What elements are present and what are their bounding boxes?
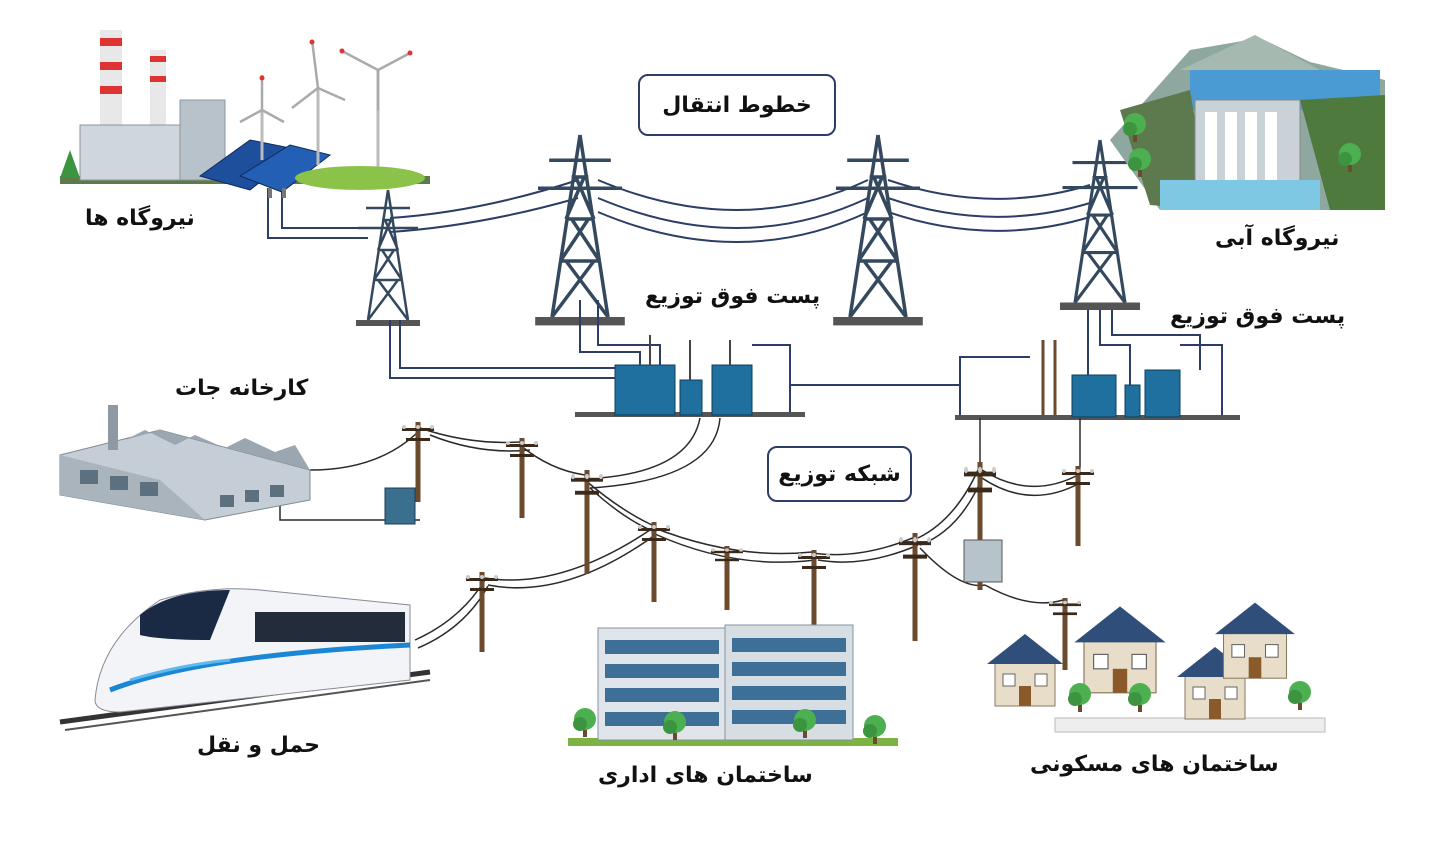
house-icon — [1073, 605, 1167, 694]
distribution-network-label: شبکه توزیع — [767, 446, 912, 502]
house-icon — [986, 633, 1064, 707]
power-plant-icon — [60, 30, 430, 198]
transmission-lines-label: خطوط انتقال — [638, 74, 836, 136]
train-icon — [59, 588, 431, 731]
hydro-plant-label: نیروگاه آبی — [1215, 226, 1340, 251]
utility-pole — [1062, 466, 1094, 546]
residential-buildings-label: ساختمان های مسکونی — [1030, 752, 1279, 777]
hydro-plant-icon — [1110, 35, 1385, 210]
utility-pole — [506, 438, 538, 518]
utility-pole — [466, 572, 498, 652]
residential-buildings-icon — [986, 602, 1326, 733]
power-plants-label: نیروگاه ها — [85, 206, 195, 231]
pole-transformer — [384, 487, 416, 525]
substation-right — [790, 310, 1240, 420]
factory-icon — [59, 405, 311, 521]
substation-left — [389, 300, 805, 417]
transmission-tower-3 — [831, 133, 925, 328]
substation-right-label: پست فوق توزیع — [1170, 304, 1346, 329]
house-icon — [1214, 602, 1296, 679]
utility-pole — [711, 546, 743, 610]
transportation-label: حمل و نقل — [197, 733, 320, 758]
factories-label: کارخانه جات — [175, 376, 309, 401]
transmission-tower-1 — [354, 188, 422, 328]
transmission-tower-4 — [1058, 138, 1142, 312]
utility-pole — [899, 533, 931, 641]
pole-transformer — [963, 539, 1003, 583]
office-buildings-icon — [568, 624, 898, 746]
transmission-tower-2 — [533, 133, 627, 328]
substation-left-label: پست فوق توزیع — [645, 284, 821, 309]
office-buildings-label: ساختمان های اداری — [598, 763, 813, 788]
